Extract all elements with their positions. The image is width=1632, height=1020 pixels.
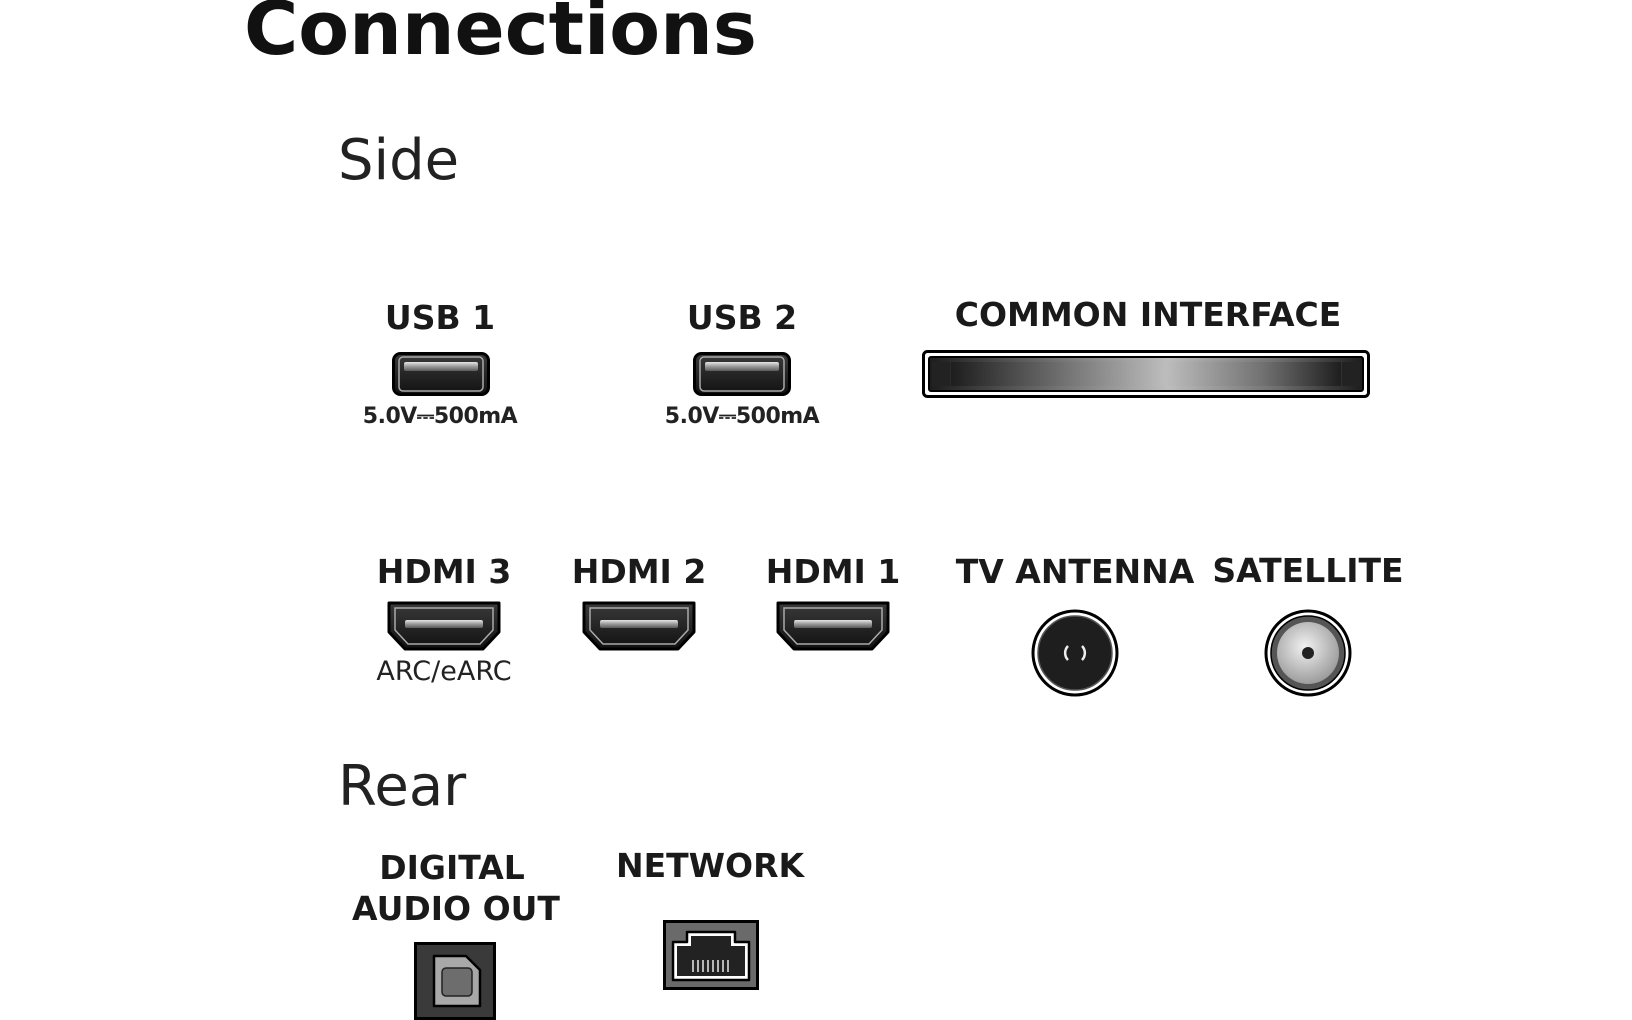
tv-antenna-label: TV ANTENNA	[955, 552, 1195, 591]
hdmi-port-icon	[774, 600, 892, 652]
usb2-label: USB 2	[686, 298, 798, 337]
common-interface-label: COMMON INTERFACE	[954, 295, 1342, 334]
ethernet-port-icon	[663, 920, 759, 990]
hdmi-port-icon	[385, 600, 503, 652]
usb1-label: USB 1	[384, 298, 496, 337]
usb-port-icon	[392, 352, 490, 396]
ci-slot-icon	[922, 350, 1370, 398]
section-heading-side: Side	[338, 128, 460, 193]
section-heading-rear: Rear	[338, 754, 467, 819]
hdmi3-label: HDMI 3	[376, 552, 512, 591]
hdmi-port-icon	[580, 600, 698, 652]
network-label: NETWORK	[615, 846, 805, 885]
satellite-port-icon	[1263, 608, 1353, 698]
hdmi1-label: HDMI 1	[765, 552, 901, 591]
digital-audio-out-label-line1: DIGITAL	[379, 848, 525, 887]
satellite-label: SATELLITE	[1212, 551, 1404, 590]
usb1-rating: 5.0V⎓500mA	[362, 404, 518, 429]
hdmi2-label: HDMI 2	[571, 552, 707, 591]
page-title: Connections	[244, 0, 757, 72]
usb-port-icon	[693, 352, 791, 396]
antenna-port-icon	[1030, 608, 1120, 698]
hdmi3-arc-note: ARC/eARC	[376, 656, 512, 687]
usb2-rating: 5.0V⎓500mA	[664, 404, 820, 429]
optical-port-icon	[414, 942, 496, 1020]
digital-audio-out-label-line2: AUDIO OUT	[352, 889, 560, 928]
